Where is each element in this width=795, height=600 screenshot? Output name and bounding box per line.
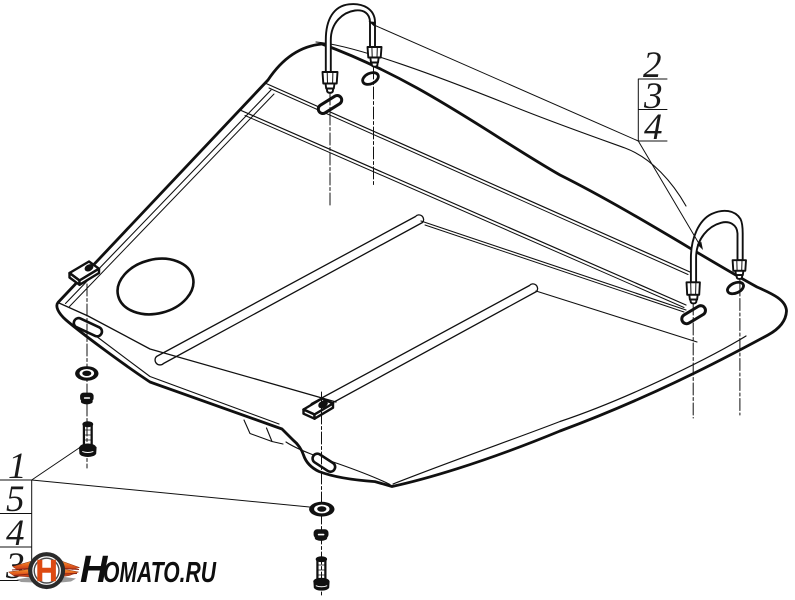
svg-text:1: 1 [8,446,27,487]
svg-text:3: 3 [643,76,663,117]
svg-text:2: 2 [643,45,662,86]
svg-text:OMATO.RU: OMATO.RU [103,557,217,589]
svg-text:4: 4 [6,513,25,554]
svg-text:H: H [80,549,109,591]
svg-text:5: 5 [6,479,25,520]
svg-text:4: 4 [644,107,663,148]
